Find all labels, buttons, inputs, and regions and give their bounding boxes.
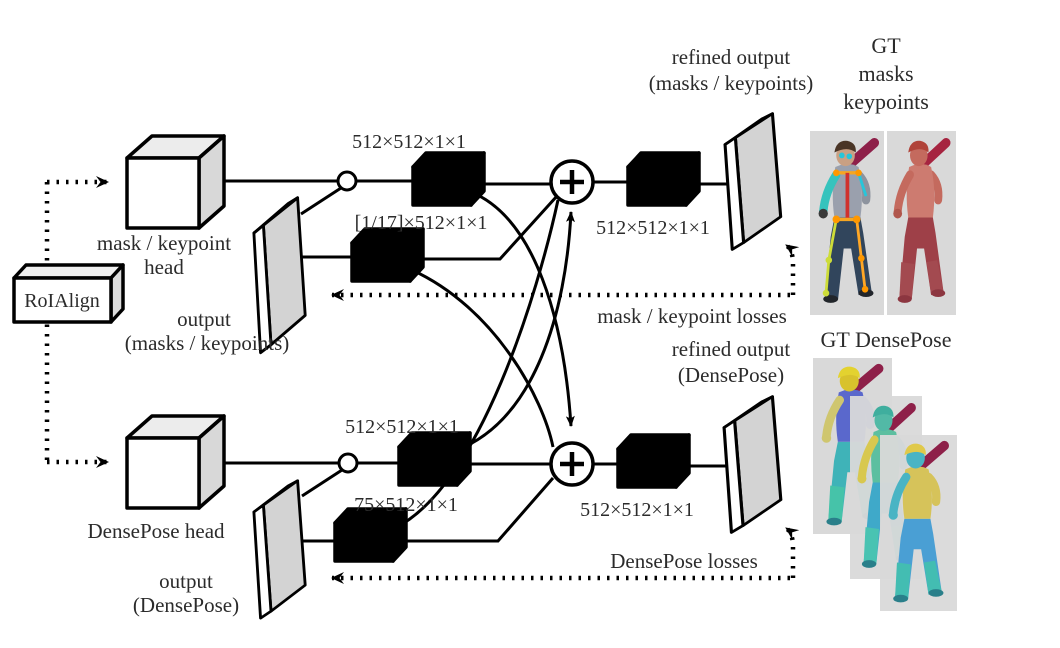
gt-masks-keypoints-label-3: keypoints bbox=[843, 89, 929, 114]
gt-densepose-card-3 bbox=[880, 435, 957, 611]
gt-densepose-label: GT DensePose bbox=[820, 327, 952, 352]
top-refined-output-label-1: refined output bbox=[671, 45, 791, 69]
conv-box-blue-top bbox=[626, 151, 701, 207]
sum-node-top bbox=[549, 159, 595, 205]
gt-densepose-stack bbox=[813, 358, 957, 611]
output-plate-densepose bbox=[252, 479, 307, 620]
conv-box-green-bottom bbox=[333, 507, 408, 563]
top-conv-out-dims: [1/17]×512×1×1 bbox=[354, 212, 488, 234]
bottom-refined-output-label-1: refined output bbox=[671, 337, 791, 361]
branch-node-top bbox=[336, 170, 358, 192]
densepose-head-label: DensePose head bbox=[87, 519, 225, 543]
conv-box-green-top bbox=[350, 227, 425, 283]
mask-keypoint-head-cube bbox=[125, 134, 226, 230]
output-plate-masks-keypoints bbox=[252, 196, 307, 355]
bottom-output-label-1: output bbox=[159, 569, 213, 593]
densepose-losses-arrow bbox=[331, 526, 800, 584]
bottom-conv-out-dims: 75×512×1×1 bbox=[354, 494, 458, 516]
conv-box-blue-bottom bbox=[616, 433, 691, 489]
mask-keypoint-losses-label: mask / keypoint losses bbox=[597, 304, 787, 328]
gt-masks-keypoints-label-1: GT bbox=[871, 33, 901, 58]
gt-photo-keypoints bbox=[810, 131, 884, 315]
refined-output-plate-densepose bbox=[722, 395, 783, 535]
roialign-dotted-routing bbox=[44, 176, 109, 468]
gt-photo-mask bbox=[887, 131, 956, 315]
bottom-refine-conv-dims: 512×512×1×1 bbox=[580, 499, 694, 521]
top-refine-conv-dims: 512×512×1×1 bbox=[596, 217, 710, 239]
refined-output-plate-masks-keypoints bbox=[723, 112, 783, 252]
top-output-label-2: (masks / keypoints) bbox=[124, 331, 290, 355]
cross-cascade-curves bbox=[394, 190, 575, 530]
sum-node-bottom bbox=[549, 441, 595, 487]
top-output-label-1: output bbox=[177, 307, 231, 331]
mask-keypoint-head-label-1: mask / keypoint bbox=[96, 231, 232, 255]
roialign-label: RoIAlign bbox=[24, 290, 100, 312]
bottom-refined-output-label-2: (DensePose) bbox=[677, 363, 785, 387]
densepose-losses-label: DensePose losses bbox=[610, 549, 758, 573]
bottom-output-label-2: (DensePose) bbox=[132, 593, 240, 617]
conv-box-orange-bottom bbox=[397, 431, 472, 487]
mask-keypoint-losses-arrow bbox=[331, 243, 800, 301]
branch-node-bottom bbox=[337, 452, 359, 474]
top-refined-output-label-2: (masks / keypoints) bbox=[648, 71, 814, 95]
densepose-head-cube bbox=[125, 414, 226, 510]
top-conv-feat-dims: 512×512×1×1 bbox=[352, 131, 466, 153]
conv-box-orange-top bbox=[411, 151, 486, 207]
bottom-conv-feat-dims: 512×512×1×1 bbox=[345, 416, 459, 438]
gt-masks-keypoints-label-2: masks bbox=[858, 61, 914, 86]
mask-keypoint-head-label-2: head bbox=[144, 255, 184, 279]
